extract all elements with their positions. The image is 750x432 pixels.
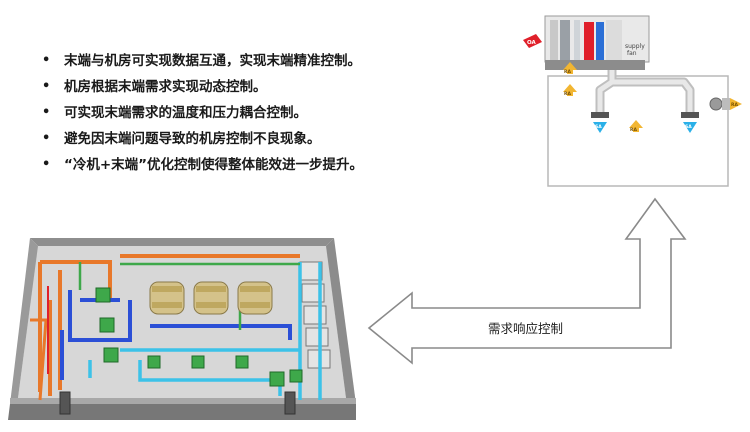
- feature-list: 末端与机房可实现数据互通，实现末端精准控制。 机房根据末端需求实现动态控制。 可…: [38, 48, 363, 178]
- supply-fan-label: supply: [625, 43, 645, 50]
- chiller-1: [149, 281, 185, 315]
- pump: [147, 355, 161, 369]
- chiller-2: [193, 281, 229, 315]
- pump: [103, 347, 119, 363]
- chiller-plant-room: [8, 238, 356, 420]
- pump: [99, 317, 115, 333]
- svg-text:RA: RA: [564, 69, 571, 75]
- exhaust-air-arrow: [730, 98, 742, 110]
- svg-text:OA: OA: [527, 40, 537, 46]
- bullet-item: 避免因末端问题导致的机房控制不良现象。: [38, 126, 363, 152]
- pump: [269, 371, 285, 387]
- svg-text:RA: RA: [630, 127, 637, 133]
- svg-text:RA: RA: [564, 91, 571, 97]
- svg-text:RA: RA: [731, 102, 738, 108]
- return-air-arrow: [563, 62, 577, 74]
- room-return-arrow: [563, 84, 577, 96]
- pump: [235, 355, 249, 369]
- bullet-item: 末端与机房可实现数据互通，实现末端精准控制。: [38, 48, 363, 74]
- diffuser-left: [591, 112, 609, 118]
- ahu-base: [545, 60, 645, 70]
- bullet-item: 机房根据末端需求实现动态控制。: [38, 74, 363, 100]
- pump: [191, 355, 205, 369]
- pump: [289, 369, 303, 383]
- ahu-filter: [560, 20, 570, 60]
- svg-text:SA: SA: [685, 124, 692, 130]
- bullet-item: “冷机+末端”优化控制使得整体能效进一步提升。: [38, 152, 363, 178]
- chiller-3: [237, 281, 273, 315]
- room-return-arrow: [629, 120, 643, 132]
- heating-coil: [584, 22, 594, 60]
- door: [59, 391, 71, 415]
- svg-text:SA: SA: [595, 124, 602, 130]
- demand-response-arrow: [367, 197, 687, 365]
- exhaust-fan-icon: [709, 97, 723, 111]
- pump: [95, 287, 111, 303]
- supply-air-arrow-left: [593, 122, 607, 133]
- arrow-label: 需求响应控制: [488, 321, 563, 336]
- diffuser-right: [681, 112, 699, 118]
- front-wall: [8, 404, 356, 420]
- bullet-item: 可实现末端需求的温度和压力耦合控制。: [38, 100, 363, 126]
- outdoor-air-arrow: [523, 34, 542, 48]
- door: [284, 391, 296, 415]
- svg-text:fan: fan: [627, 50, 637, 57]
- cooling-coil: [596, 22, 604, 60]
- supply-air-arrow-right: [683, 122, 697, 133]
- terminal-ahu-diagram: supply fan OA RA SA SA RA RA RA: [523, 15, 742, 187]
